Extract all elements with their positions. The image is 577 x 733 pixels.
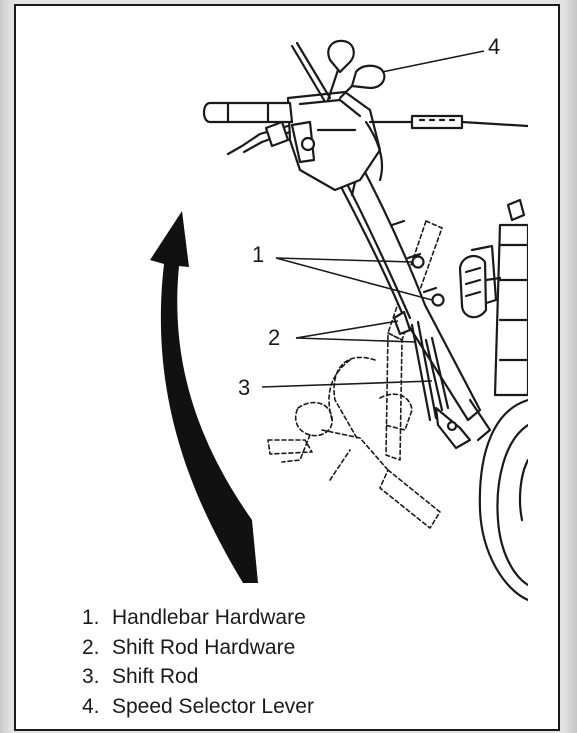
legend-item-number: 4. (82, 694, 100, 718)
speed-selector-lever (290, 39, 386, 102)
callout-2-leader-a (295, 320, 399, 339)
shift-rod (392, 310, 492, 450)
brake-lever (226, 120, 292, 156)
callout-2-leader-b (295, 337, 417, 343)
legend-item: 2. Shift Rod Hardware (82, 633, 314, 663)
parts-legend: 1. Handlebar Hardware 2. Shift Rod Hardwar… (82, 603, 314, 721)
curved-up-arrow-icon (150, 211, 258, 583)
callout-3-label: 3 (238, 375, 250, 400)
legend-item: 4. Speed Selector Lever (82, 692, 314, 722)
legend-item-label: Shift Rod Hardware (112, 635, 296, 659)
legend-item: 3. Shift Rod (82, 662, 314, 692)
callout-1-leader-b (275, 257, 433, 301)
callout-4-leader (381, 50, 485, 73)
legend-item-number: 1. (82, 606, 100, 629)
engine-block (458, 198, 528, 397)
callout-1-leader-a (275, 257, 413, 263)
legend-item-number: 2. (82, 635, 100, 659)
callout-4-label: 4 (488, 34, 500, 59)
legend-item: 1. Handlebar Hardware (82, 603, 314, 633)
control-cable (368, 114, 528, 130)
legend-item-label: Shift Rod (112, 665, 199, 688)
control-head (286, 90, 384, 192)
legend-item-label: Speed Selector Lever (112, 694, 314, 718)
callout-2-label: 2 (268, 325, 280, 350)
lowered-handle-outline (267, 220, 443, 529)
legend-item-number: 3. (82, 665, 100, 688)
handle-grip (202, 101, 294, 124)
wheel (478, 398, 528, 602)
legend-item-label: Handlebar Hardware (112, 606, 306, 629)
callout-3-leader (261, 380, 433, 388)
callout-1-label: 1 (252, 242, 264, 267)
